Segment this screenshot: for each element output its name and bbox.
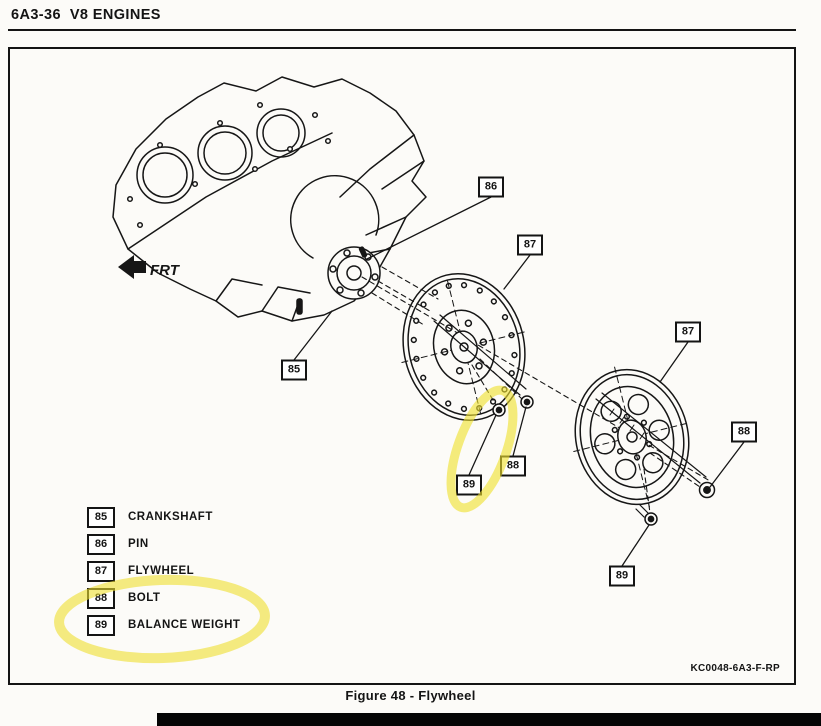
crankshaft-flange-art [290, 175, 381, 300]
frt-arrow-icon: FRT [118, 255, 181, 279]
scan-artifact-bar [157, 713, 821, 726]
legend-row-pin: 86 PIN [87, 533, 149, 555]
engine-block-art [112, 76, 427, 322]
callout-89-bottom: 89 [609, 565, 635, 587]
legend-num-86: 86 [87, 533, 115, 555]
legend-num-85: 85 [87, 506, 115, 528]
flywheel-rear-art [573, 366, 691, 508]
callout-88-mid: 88 [500, 455, 526, 477]
legend-num-89: 89 [87, 614, 115, 636]
legend-label-balance-weight: BALANCE WEIGHT [128, 619, 241, 631]
callout-88-right: 88 [731, 421, 757, 443]
frt-label: FRT [150, 262, 181, 279]
legend-row-balance-weight: 89 BALANCE WEIGHT [87, 614, 241, 636]
legend-row-bolt: 88 BOLT [87, 587, 161, 609]
legend-row-crankshaft: 85 CRANKSHAFT [87, 506, 213, 528]
legend-label-bolt: BOLT [128, 592, 161, 604]
figure-frame: FRT 86 87 85 88 89 87 88 89 85 CRANKSHAF… [8, 47, 796, 685]
callout-86: 86 [478, 176, 504, 198]
legend-num-87: 87 [87, 560, 115, 582]
legend-row-flywheel: 87 FLYWHEEL [87, 560, 195, 582]
callout-87-right: 87 [675, 321, 701, 343]
header-rule [8, 29, 796, 31]
pin-art [358, 246, 368, 258]
legend-label-pin: PIN [128, 538, 149, 550]
legend-label-flywheel: FLYWHEEL [128, 565, 195, 577]
figure-caption: Figure 48 - Flywheel [345, 688, 476, 703]
callout-89-mid: 89 [456, 474, 482, 496]
projection-lines [361, 266, 711, 514]
callout-85: 85 [281, 359, 307, 381]
drawing-part-code: KC0048-6A3-F-RP [690, 663, 780, 674]
legend-num-88: 88 [87, 587, 115, 609]
page-header: 6A3-36 V8 ENGINES [11, 7, 161, 23]
legend-label-crankshaft: CRANKSHAFT [128, 511, 213, 523]
callout-87-left: 87 [517, 234, 543, 256]
